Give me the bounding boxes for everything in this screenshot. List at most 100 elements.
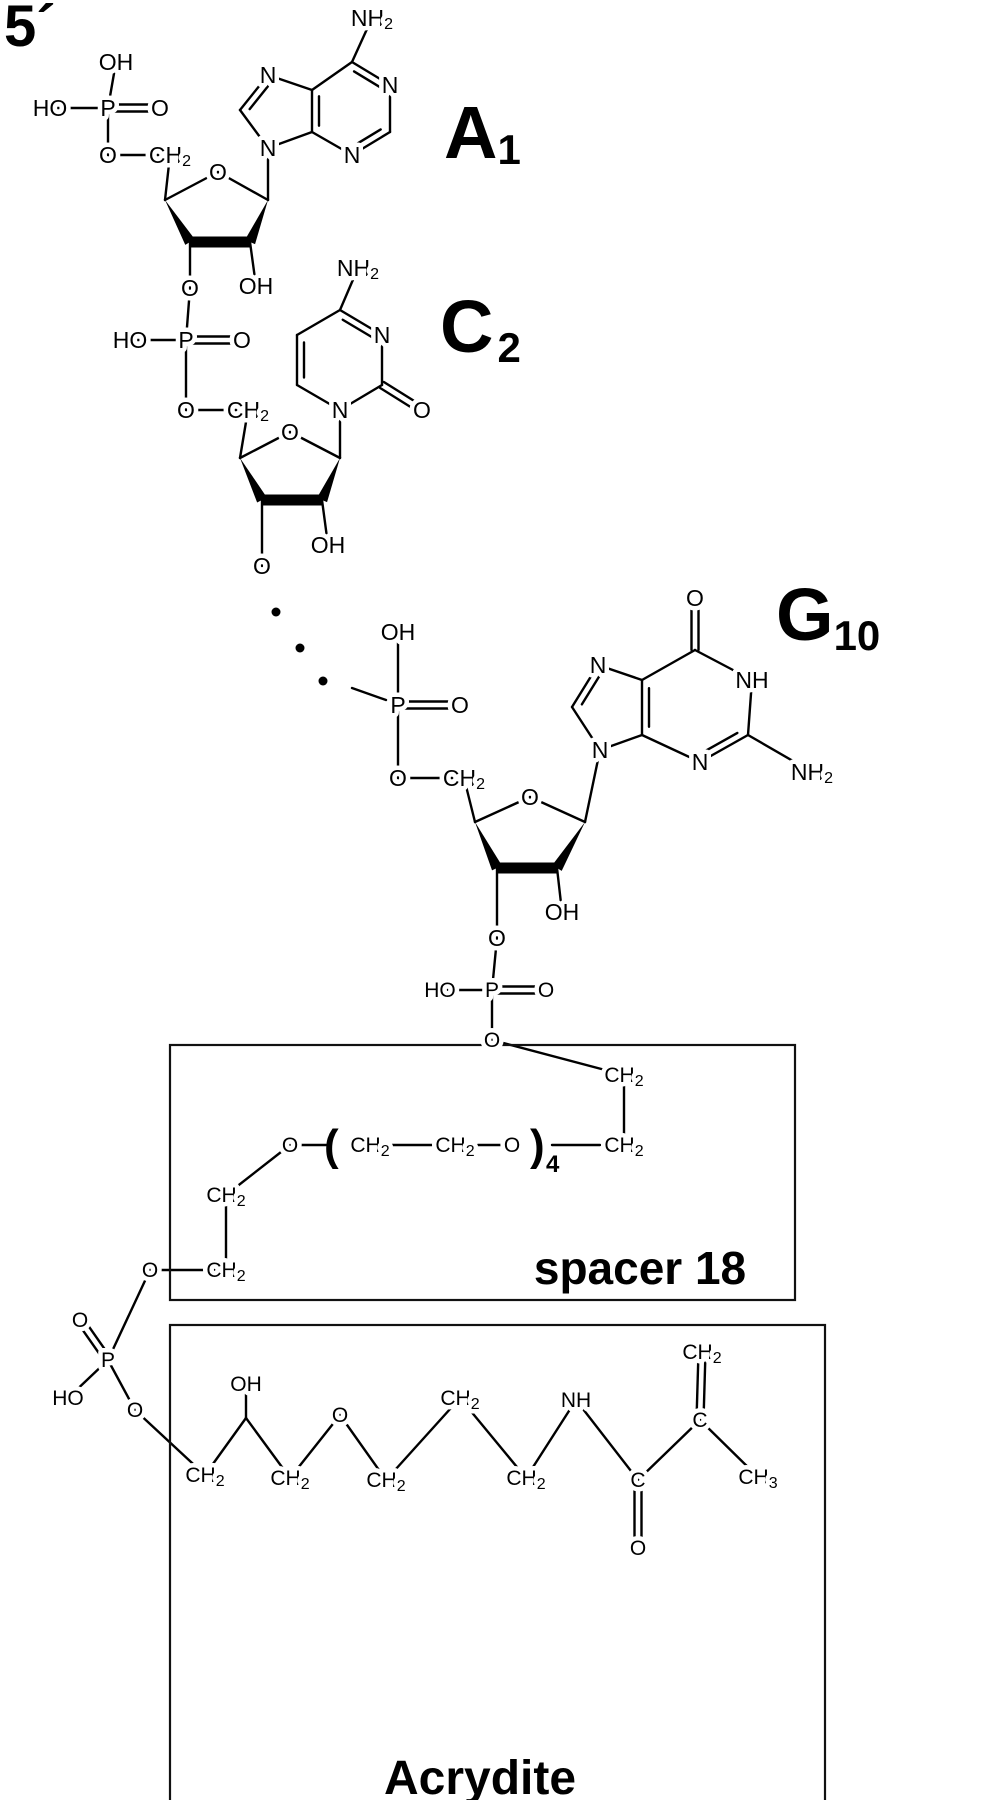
atom-c: C — [692, 1409, 707, 1432]
single-bond — [288, 430, 342, 460]
atom-ch2: CH2 — [206, 1259, 245, 1285]
atom-symbol: O — [488, 925, 506, 951]
atom-symbol: OH — [239, 273, 274, 299]
double-bond — [81, 1316, 113, 1360]
single-bond — [596, 663, 644, 682]
single-bond — [66, 1358, 110, 1400]
atom-n: N — [590, 652, 607, 678]
single-bond — [238, 408, 250, 460]
atom-symbol: HO — [424, 979, 456, 1002]
wedge-bond — [244, 200, 268, 245]
atom-symbol: CH — [206, 1184, 236, 1207]
wedge-bond — [475, 822, 502, 871]
atom-o: O — [413, 397, 431, 423]
atom-o: O — [484, 1029, 500, 1052]
single-bond — [746, 733, 814, 774]
atom-symbol: O — [521, 784, 539, 810]
atom-subscript: 2 — [397, 1478, 406, 1495]
atom-subscript: 2 — [370, 266, 379, 283]
atom-symbol: O — [72, 1309, 88, 1332]
single-bond — [338, 383, 384, 412]
double-bond — [350, 130, 392, 157]
atom-o: O — [488, 925, 506, 951]
repeat-open-paren: ( — [324, 1121, 339, 1170]
atom-n: N — [692, 749, 709, 775]
single-bond — [528, 795, 587, 824]
atom-n: N — [260, 62, 277, 88]
atom-symbol: N — [260, 135, 277, 161]
single-bond — [698, 1418, 760, 1479]
atom-ch2: CH2 — [206, 1184, 245, 1210]
atom-n: N — [332, 397, 349, 423]
repeat-count: 4 — [546, 1151, 560, 1178]
single-bond — [640, 648, 697, 682]
atom-o: O — [389, 765, 407, 791]
chain-bond — [350, 686, 388, 702]
repeat-close-paren: ) — [530, 1121, 545, 1170]
atom-o: O — [630, 1537, 646, 1560]
atom-o: O — [686, 585, 704, 611]
atom-symbol: HO — [113, 327, 148, 353]
double-bond-inner — [352, 70, 382, 89]
atom-p: P — [485, 979, 499, 1002]
single-bond — [598, 733, 644, 752]
atom-symbol: NH — [791, 759, 824, 785]
atom-oh: OH — [99, 49, 134, 75]
atom-symbol: CH — [206, 1259, 236, 1282]
atom-symbol: N — [260, 62, 277, 88]
double-bond-inner — [248, 83, 271, 111]
atom-symbol: OH — [381, 619, 416, 645]
atom-symbol: P — [100, 95, 115, 121]
atom-ho: HO — [33, 95, 68, 121]
atom-nh: NH — [561, 1389, 591, 1412]
atom-symbol: O — [142, 1259, 158, 1282]
atom-n: N — [344, 142, 361, 168]
double-bond-inner — [702, 731, 739, 754]
atom-symbol: CH — [738, 1466, 768, 1489]
atom-oh: OH — [239, 273, 274, 299]
atom-symbol: O — [538, 979, 554, 1002]
single-bond — [310, 130, 354, 157]
atom-ch2: CH2 — [185, 1464, 224, 1490]
double-bond — [350, 60, 392, 87]
atom-symbol: O — [484, 1029, 500, 1052]
atom-subscript: 2 — [635, 1073, 644, 1090]
atom-symbol: P — [485, 979, 499, 1002]
atom-symbol: O — [686, 585, 704, 611]
atom-symbol: NH — [351, 5, 384, 31]
single-bond — [458, 1396, 528, 1480]
acrydite-label: Acrydite — [384, 1752, 576, 1800]
atom-nh: NH — [735, 667, 768, 693]
atom-o: O — [127, 1399, 143, 1422]
atom-subscript: 2 — [260, 408, 269, 425]
atom-symbol: O — [151, 95, 169, 121]
atom-symbol: C — [630, 1469, 645, 1492]
atom-symbol: C — [692, 1409, 707, 1432]
nucleotide-letter: G — [776, 573, 834, 656]
atom-nh2: NH2 — [337, 255, 379, 283]
atom-ch2: CH2 — [604, 1064, 643, 1090]
single-bond — [473, 795, 532, 824]
double-bond — [695, 1350, 700, 1422]
atom-subscript: 2 — [471, 1396, 480, 1413]
nucleotide-c2-label: C2 — [440, 285, 521, 371]
atom-symbol: OH — [311, 532, 346, 558]
spacer-18-box — [168, 1043, 797, 1302]
atom-n: N — [260, 135, 277, 161]
atom-o: O — [233, 327, 251, 353]
bonds — [48, 16, 814, 1550]
atom-subscript: 2 — [301, 1476, 310, 1493]
acrydite-box — [168, 1323, 827, 1800]
single-bond — [224, 1143, 292, 1197]
atom-o: O — [281, 419, 299, 445]
atom-oh: OH — [311, 532, 346, 558]
atom-symbol: O — [233, 327, 251, 353]
atom-nh2: NH2 — [791, 759, 833, 787]
wedge-bond — [552, 822, 585, 871]
atom-o: O — [282, 1134, 298, 1157]
atom-symbol: O — [282, 1134, 298, 1157]
atom-o: O — [151, 95, 169, 121]
atom-symbol: NH — [337, 255, 370, 281]
atom-symbol: O — [253, 553, 271, 579]
